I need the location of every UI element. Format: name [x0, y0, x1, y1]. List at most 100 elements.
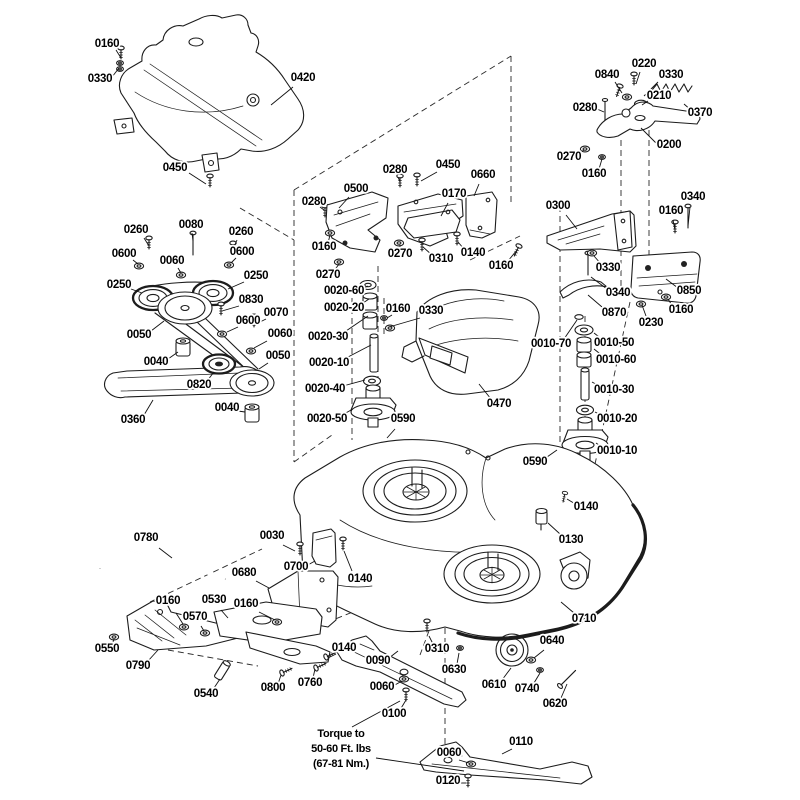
part-label-0600: 0600: [236, 315, 260, 327]
leader-line: [327, 653, 337, 659]
leader-line: [593, 332, 604, 341]
leader-line: [200, 625, 205, 632]
torque-note-line: (67-81 Nm.): [313, 758, 370, 770]
leader-line: [342, 379, 366, 387]
part-label-0820: 0820: [187, 379, 211, 391]
leader-line: [577, 149, 585, 155]
leader-line: [338, 196, 350, 209]
part-label-0330: 0330: [659, 69, 683, 81]
part-label-0060: 0060: [160, 255, 184, 267]
part-label-0270: 0270: [316, 269, 340, 281]
part-label-0570: 0570: [183, 611, 207, 623]
leader-line: [563, 319, 578, 340]
part-label-0600: 0600: [112, 248, 136, 260]
leader-line: [305, 560, 316, 567]
leader-line: [233, 239, 238, 248]
leader-line: [560, 601, 575, 614]
part-label-0330: 0330: [596, 262, 620, 274]
leader-line: [258, 362, 269, 370]
parts-artwork: [99, 14, 701, 788]
leader-line: [158, 547, 173, 559]
part-label-0230: 0230: [639, 317, 663, 329]
leader-line: [143, 399, 154, 416]
torque-note-line: Torque to: [317, 728, 365, 740]
leader-line: [327, 234, 331, 244]
leader-line: [643, 81, 659, 97]
leader-line: [312, 668, 316, 679]
leader-line: [130, 288, 143, 294]
part-label-0020-10: 0020-10: [309, 357, 349, 369]
part-label-0870: 0870: [602, 307, 626, 319]
leader-line: [132, 259, 139, 265]
part-label-0300: 0300: [546, 200, 570, 212]
hanger-brackets-drawing: [99, 528, 347, 681]
idler-arm-drawing: [579, 71, 701, 160]
leader-line: [213, 678, 221, 689]
leader-line: [635, 71, 641, 85]
leader-line: [598, 158, 603, 170]
leader-line: [478, 383, 492, 400]
part-label-0250: 0250: [244, 270, 268, 282]
leader-line: [388, 317, 421, 328]
leader-line: [230, 257, 237, 264]
part-label-0450: 0450: [163, 162, 187, 174]
leader-line: [351, 700, 401, 728]
part-label-0600: 0600: [230, 246, 254, 258]
part-label-0700: 0700: [284, 561, 308, 573]
leader-line: [507, 249, 518, 262]
part-label-0140: 0140: [348, 573, 372, 585]
part-label-0080: 0080: [179, 219, 203, 231]
part-label-0450: 0450: [436, 159, 460, 171]
leader-line: [546, 449, 558, 458]
leader-line: [687, 206, 691, 227]
leader-line: [641, 100, 649, 106]
part-label-0140: 0140: [574, 501, 598, 513]
part-label-0160: 0160: [582, 168, 606, 180]
leader-line: [590, 276, 608, 290]
part-label-0530: 0530: [202, 594, 226, 606]
leader-line: [319, 206, 325, 211]
part-label-0090: 0090: [366, 655, 390, 667]
part-label-0030: 0030: [260, 530, 284, 542]
leader-line: [667, 298, 674, 308]
leader-line: [683, 103, 693, 112]
part-label-0680: 0680: [232, 567, 256, 579]
part-label-0310: 0310: [429, 253, 453, 265]
part-label-0160: 0160: [312, 241, 336, 253]
part-label-0040: 0040: [215, 402, 239, 414]
part-label-0020-40: 0020-40: [305, 383, 345, 395]
part-label-0280: 0280: [573, 102, 597, 114]
leader-line: [143, 237, 150, 247]
leader-line: [226, 326, 239, 333]
part-label-0620: 0620: [543, 698, 567, 710]
part-label-0050: 0050: [127, 329, 151, 341]
leader-line: [206, 371, 215, 382]
part-label-0590: 0590: [523, 456, 547, 468]
leader-line: [473, 183, 480, 197]
part-label-0160: 0160: [156, 595, 180, 607]
center-spindle-stack-drawing: [350, 279, 397, 428]
part-label-0010-50: 0010-50: [594, 337, 634, 349]
part-label-0160: 0160: [669, 304, 693, 316]
leader-line: [566, 498, 578, 506]
leader-line: [397, 176, 401, 183]
part-label-0250: 0250: [107, 279, 131, 291]
part-label-0280: 0280: [383, 164, 407, 176]
leader-line: [593, 348, 605, 358]
leader-line: [359, 298, 370, 306]
part-label-0340: 0340: [681, 191, 705, 203]
part-label-0020-20: 0020-20: [324, 302, 364, 314]
deck-drawing: [293, 439, 648, 641]
leader-line: [347, 344, 372, 358]
leader-line: [560, 683, 568, 699]
leader-line: [392, 680, 403, 687]
right-spindle-stack-drawing: [561, 314, 609, 461]
part-label-0640: 0640: [540, 635, 564, 647]
part-label-0330: 0330: [88, 73, 112, 85]
part-label-0010-60: 0010-60: [596, 354, 636, 366]
part-label-0160: 0160: [95, 38, 119, 50]
part-label-0710: 0710: [572, 613, 596, 625]
part-label-0340: 0340: [606, 287, 630, 299]
part-label-0160: 0160: [234, 598, 258, 610]
